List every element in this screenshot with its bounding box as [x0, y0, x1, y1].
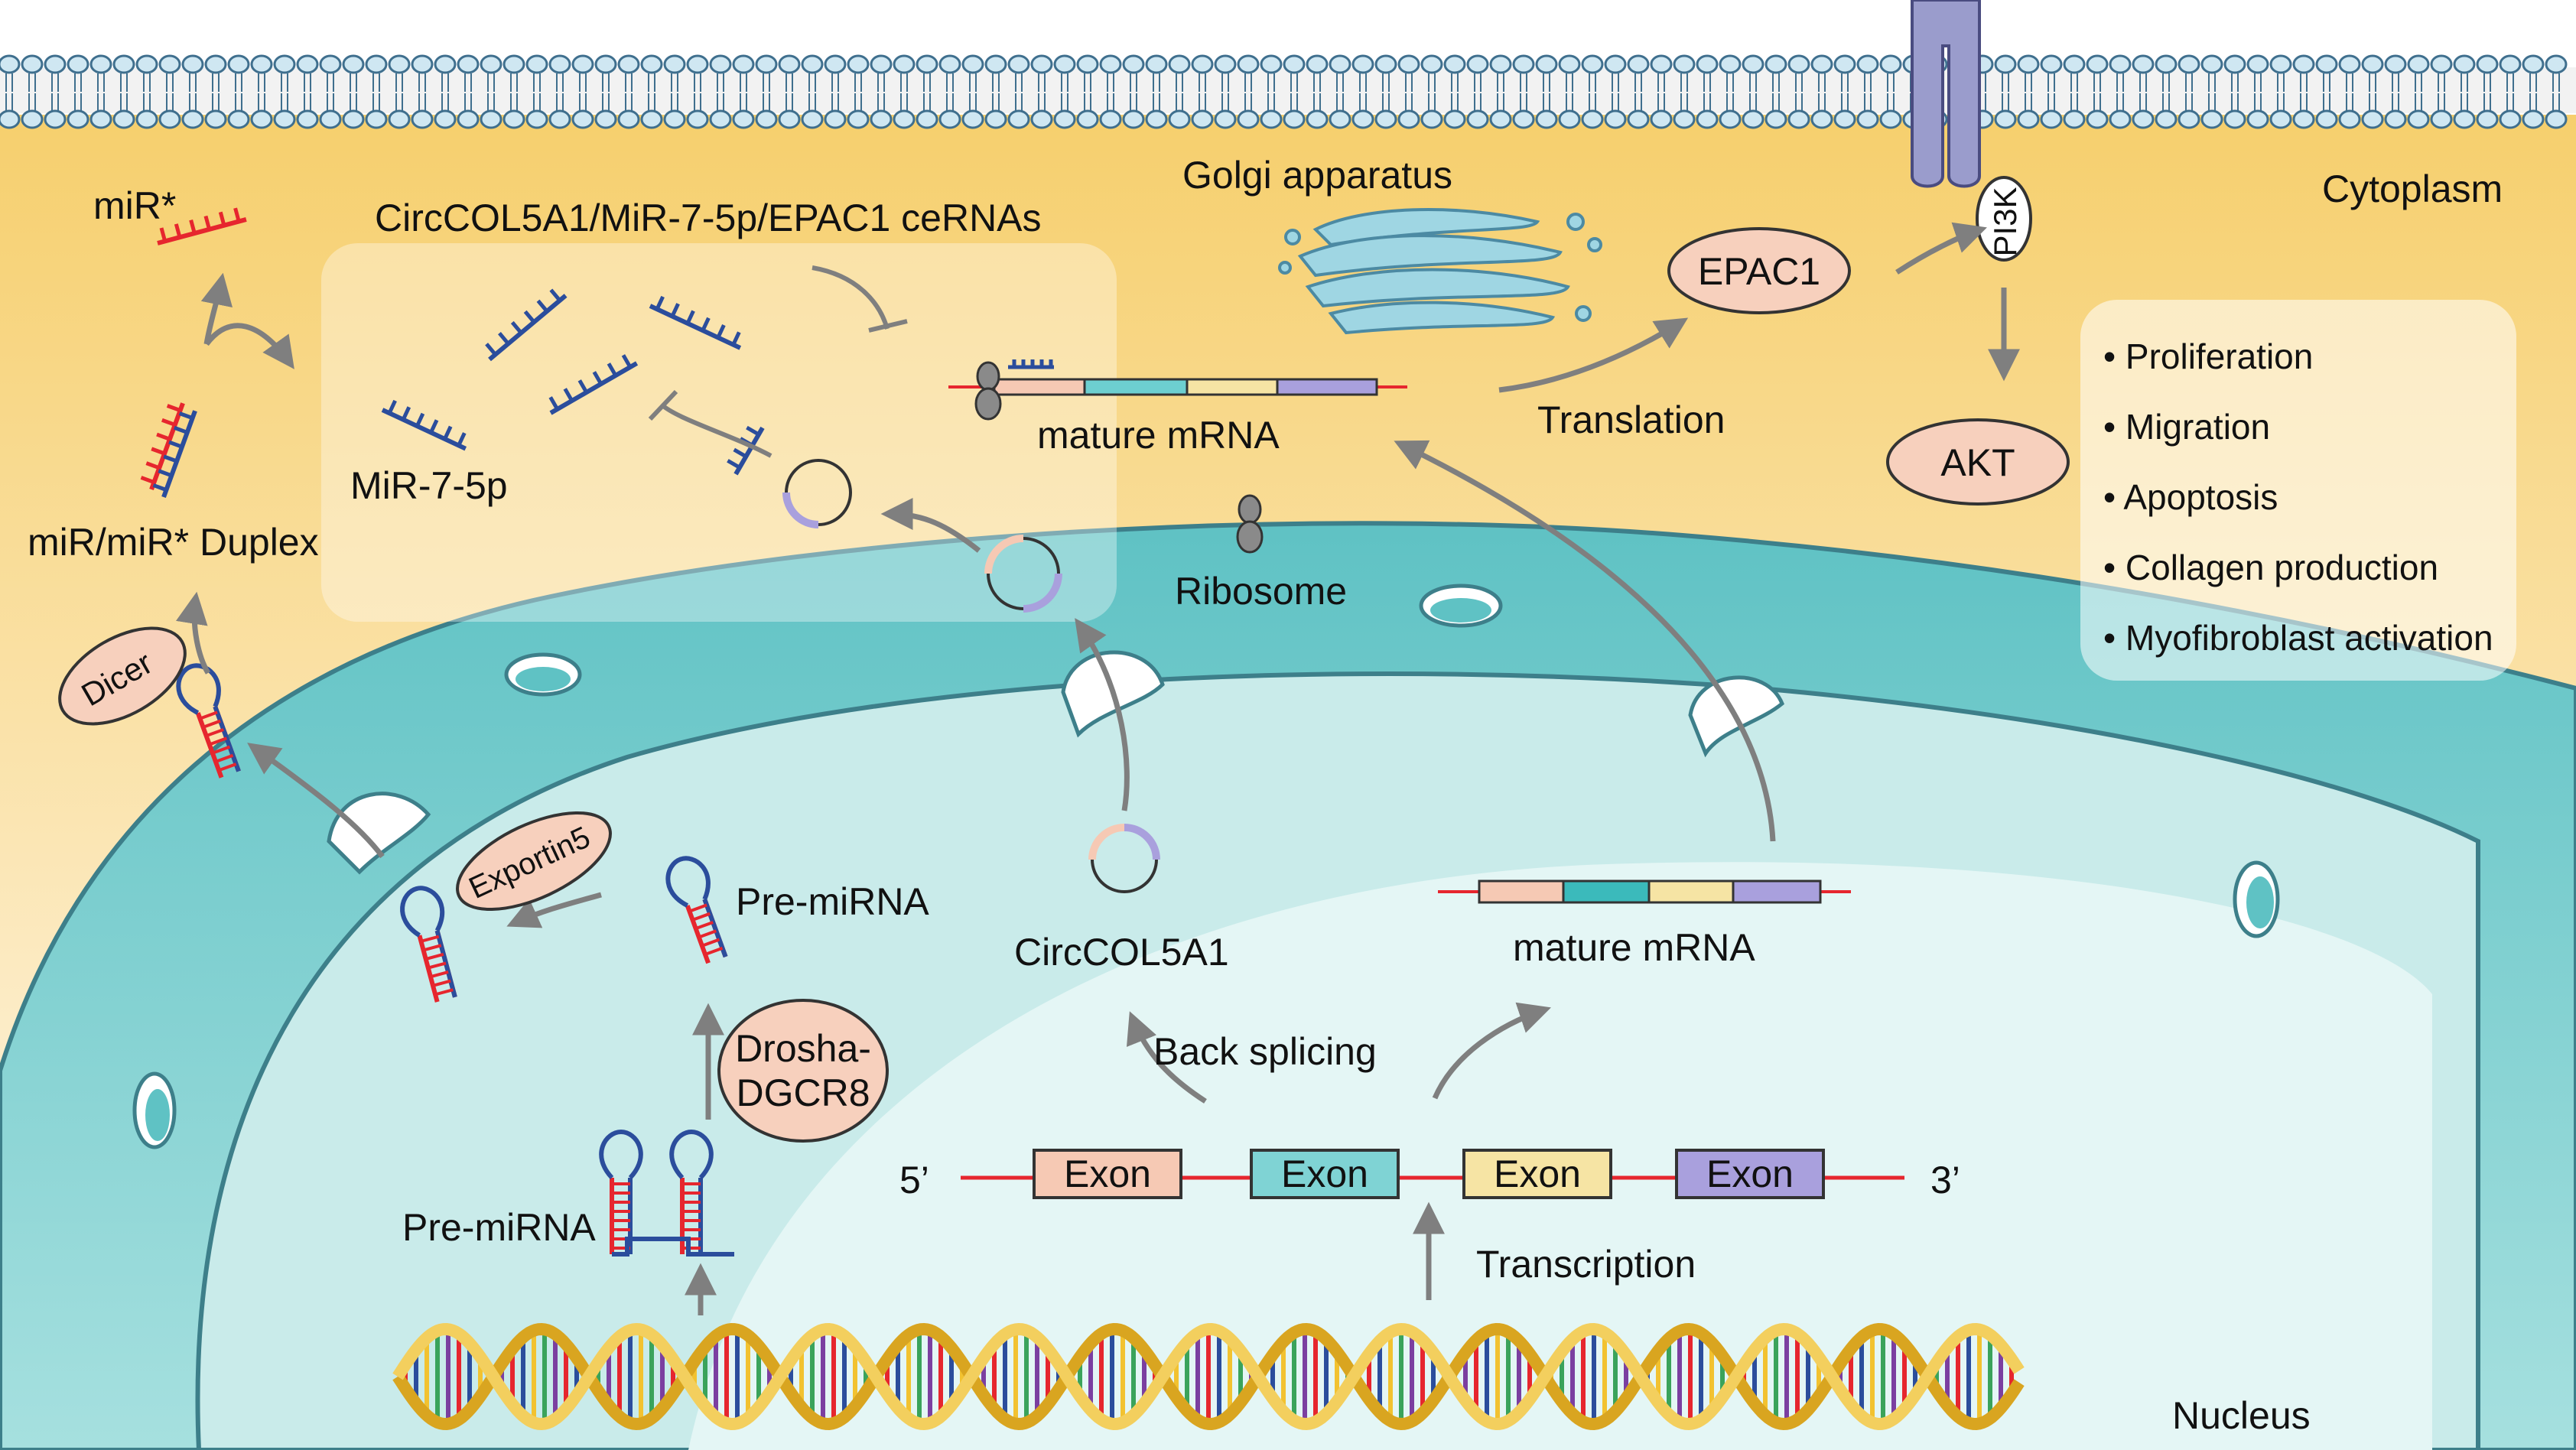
mir-star-label: miR* [93, 184, 176, 227]
inhibition-arrows [648, 265, 908, 458]
circcol5a1-label: CircCOL5A1 [1014, 931, 1229, 974]
drosha-label-line1: Drosha- [735, 1027, 871, 1070]
pi3k-label: PI3K [1987, 187, 2023, 256]
cytoplasm-label: Cytoplasm [2322, 167, 2503, 210]
outcome-item: • Migration [2103, 407, 2270, 447]
dna-double-helix [392, 1322, 2025, 1431]
akt-label: AKT [1940, 441, 2015, 484]
akt-oval [1886, 418, 2070, 506]
ribosome-icon [1236, 494, 1264, 554]
three-prime-label: 3’ [1930, 1159, 1960, 1201]
outcome-item: • Apoptosis [2103, 477, 2278, 517]
outcome-item: • Myofibroblast activation [2103, 618, 2493, 658]
exon-2 [1250, 1149, 1400, 1199]
circular-rna-icon [782, 459, 1160, 893]
outcome-item: • Collagen production [2103, 548, 2438, 587]
exon-4 [1675, 1149, 1825, 1199]
mature-mrna-nucleus-label: mature mRNA [1513, 926, 1755, 969]
pathway-arrows [176, 222, 2020, 1315]
exportin5-oval [456, 811, 612, 912]
outcome-item: • Proliferation [2103, 336, 2313, 376]
exon-1-label: Exon [1064, 1153, 1151, 1195]
ribosome-icon [974, 361, 1002, 421]
transcription-label: Transcription [1476, 1243, 1696, 1286]
duplex-label: miR/miR* Duplex [28, 521, 319, 564]
exon-4-label: Exon [1706, 1153, 1794, 1195]
dicer-oval [58, 626, 187, 726]
mir-7-5p-label: MiR-7-5p [350, 464, 508, 507]
drosha-dgcr8-oval [717, 999, 889, 1143]
outcomes-box [2080, 300, 2516, 681]
exon-2-label: Exon [1281, 1153, 1368, 1195]
cerna-title: CircCOL5A1/MiR-7-5p/EPAC1 ceRNAs [375, 197, 1042, 239]
five-prime-label: 5’ [899, 1159, 929, 1201]
golgi-label: Golgi apparatus [1182, 154, 1452, 197]
mature-mrna-top-label: mature mRNA [1037, 414, 1280, 457]
gene-with-exons [961, 1149, 1904, 1199]
outcome-list: • Proliferation • Migration • Apoptosis … [2103, 336, 2493, 658]
back-splicing-label: Back splicing [1153, 1030, 1377, 1073]
exon-3-label: Exon [1494, 1153, 1581, 1195]
golgi-apparatus-icon [1278, 208, 1602, 335]
protein-ovals [58, 227, 2070, 1143]
translation-label: Translation [1537, 398, 1725, 441]
pi3k-receptor-icon [1911, 0, 2032, 262]
pre-mirna-mid-label: Pre-miRNA [736, 880, 929, 923]
exon-1 [1033, 1149, 1182, 1199]
epac1-label: EPAC1 [1698, 250, 1820, 293]
nuclear-pore-icon [132, 584, 2280, 1149]
pre-mirna-low-label: Pre-miRNA [402, 1206, 596, 1249]
exon-3 [1462, 1149, 1612, 1199]
mature-mrna-cytoplasm [948, 359, 1407, 421]
ribosome-label: Ribosome [1175, 570, 1347, 613]
mature-mrna-nucleus [1438, 879, 1851, 904]
nucleus-label: Nucleus [2172, 1394, 2311, 1437]
drosha-label-line2: DGCR8 [736, 1071, 870, 1114]
epac1-oval [1667, 227, 1851, 314]
lipid-bilayer-membrane [0, 54, 2576, 129]
mirna-structures [140, 207, 765, 1257]
